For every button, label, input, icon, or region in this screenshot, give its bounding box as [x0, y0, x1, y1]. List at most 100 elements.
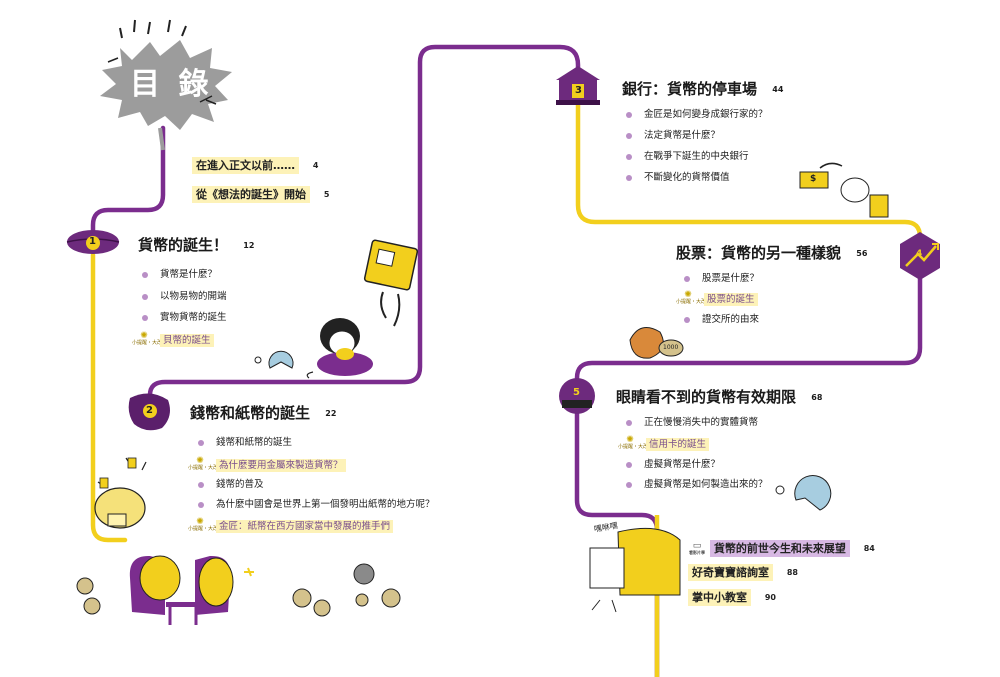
chapter-title: 眼睛看不到的貨幣有效期限: [616, 388, 797, 406]
chapter-3-badge: [556, 66, 600, 105]
finale-label: 掌中小教室: [688, 589, 751, 606]
page-number: 22: [325, 408, 337, 418]
chapter-number: 1: [89, 236, 96, 247]
video-icon: ▭看影片學: [689, 541, 705, 555]
page-title: 目 錄: [130, 67, 213, 102]
page-number: 90: [764, 593, 776, 602]
intro-item-label: 從《想法的誕生》開始: [192, 186, 310, 203]
finale-item[interactable]: 好奇寶寶諮詢室 88: [688, 564, 798, 581]
finale-label: 好奇寶寶諮詢室: [688, 564, 773, 581]
money-bag-illustration: [799, 162, 889, 218]
squirrel-illustration: [629, 327, 684, 359]
chapter-4-heading[interactable]: 股票：貨幣的另一種樣貌 56: [676, 246, 867, 261]
coin-characters-illustration: [129, 555, 254, 625]
list-item[interactable]: 股票是什麼？: [684, 274, 759, 284]
chapter-4-badge: [900, 232, 940, 280]
page-number: 68: [811, 392, 823, 402]
lightbulb-icon: ✺小提醒・大改變: [676, 289, 712, 305]
tip-item[interactable]: ✺小提醒・大改變股票的誕生: [676, 289, 758, 306]
intro-item[interactable]: 從《想法的誕生》開始 5: [192, 186, 330, 203]
bullet-icon: [142, 293, 148, 300]
path-segment-purple: [574, 265, 923, 393]
chapter-3-heading[interactable]: 銀行：貨幣的停車場 44: [622, 82, 783, 97]
chapter-2-heading[interactable]: 錢幣和紙幣的誕生 22: [190, 406, 336, 421]
finale-label: 貨幣的前世今生和未來展望: [709, 539, 850, 557]
chapter-1-badge: [66, 230, 120, 254]
chapter-5-badge: [559, 378, 595, 414]
bullet-icon: [684, 275, 690, 282]
list-item[interactable]: 金匠是如何變身成銀行家的？: [626, 110, 768, 120]
path-segment-purple: [90, 125, 166, 248]
page-number: 12: [243, 240, 255, 250]
chapter-5-heading[interactable]: 眼睛看不到的貨幣有效期限 68: [616, 390, 822, 405]
chapter-number: 4: [916, 249, 923, 259]
bullet-icon: [626, 461, 632, 468]
list-item[interactable]: 以物易物的開端: [142, 292, 227, 302]
lightbulb-icon: ✺小提醒・大改變: [188, 516, 224, 532]
lightbulb-icon: ✺小提醒・大改變: [132, 330, 168, 346]
finale-item[interactable]: 掌中小教室 90: [688, 589, 776, 606]
list-item[interactable]: 虛擬貨幣是什麼？: [626, 460, 720, 470]
bullet-icon: [626, 153, 632, 160]
chapter-title: 錢幣和紙幣的誕生: [190, 404, 311, 422]
lightbulb-icon: ✺小提醒・大改變: [188, 455, 224, 471]
tip-label: 信用卡的誕生: [646, 438, 710, 451]
bullet-icon: [684, 316, 690, 323]
page-number: 44: [772, 84, 784, 94]
list-item[interactable]: 實物貨幣的誕生: [142, 313, 227, 323]
bullet-icon: [198, 481, 204, 488]
list-item[interactable]: 為什麼中國會是世界上第一個發明出紙幣的地方呢？: [198, 500, 435, 510]
coin-stack-icon: [76, 563, 401, 617]
chapter-title: 銀行：貨幣的停車場: [622, 80, 758, 98]
pac-coin-icon: [254, 350, 294, 369]
page-number: 4: [312, 161, 319, 170]
list-item[interactable]: 正在慢慢消失中的實體貨幣: [626, 418, 758, 428]
list-item[interactable]: 不斷變化的貨幣價值: [626, 173, 730, 183]
tip-item[interactable]: ✺小提醒・大改變信用卡的誕生: [618, 434, 710, 451]
pac-coin-icon: [775, 475, 832, 511]
chapter-title: 貨幣的誕生！: [138, 236, 229, 254]
path-segment-purple: [147, 44, 581, 408]
tip-item[interactable]: ✺小提醒・大改變為什麼要用金屬來製造貨幣？: [188, 455, 346, 472]
intro-item-label: 在進入正文以前……: [192, 157, 299, 174]
finale-item[interactable]: ▭看影片學 貨幣的前世今生和未來展望 84: [688, 539, 875, 557]
list-item[interactable]: 錢幣和紙幣的誕生: [198, 438, 292, 448]
list-item[interactable]: 貨幣是什麼？: [142, 270, 217, 280]
bullet-icon: [198, 439, 204, 446]
bullet-icon: [626, 132, 632, 139]
coin-label: 1000: [663, 344, 679, 351]
tip-item[interactable]: ✺小提醒・大改變金匠：紙幣在西方國家當中發展的推手們: [188, 516, 394, 533]
chapter-number: 3: [575, 85, 582, 96]
intro-item[interactable]: 在進入正文以前…… 4: [192, 157, 319, 174]
list-item[interactable]: 在戰爭下誕生的中央銀行: [626, 152, 749, 162]
dollar-sign: $: [810, 174, 817, 184]
page-number: 88: [786, 568, 798, 577]
page-number: 56: [856, 248, 868, 258]
atm-illustration: [363, 239, 419, 327]
tip-label: 為什麼要用金屬來製造貨幣？: [216, 459, 346, 472]
chapter-number: 5: [573, 387, 580, 398]
bullet-icon: [626, 481, 632, 488]
list-item[interactable]: 法定貨幣是什麼？: [626, 131, 720, 141]
bullet-icon: [626, 419, 632, 426]
bullet-icon: [198, 501, 204, 508]
tip-label: 貝幣的誕生: [160, 334, 214, 347]
chapter-number: 2: [146, 405, 153, 416]
list-item[interactable]: 虛擬貨幣是如何製造出來的？: [626, 480, 768, 490]
path-segment-yellow: [575, 97, 923, 253]
bullet-icon: [626, 174, 632, 181]
lightbulb-icon: ✺小提醒・大改變: [618, 434, 654, 450]
list-item[interactable]: 錢幣的普及: [198, 480, 264, 490]
bullet-icon: [626, 111, 632, 118]
tip-label: 金匠：紙幣在西方國家當中發展的推手們: [216, 520, 394, 533]
path-segment-yellow: [90, 252, 128, 543]
page-number: 84: [863, 543, 875, 553]
chapter-title: 股票：貨幣的另一種樣貌: [676, 244, 842, 262]
title-splash: [100, 19, 232, 151]
list-item[interactable]: 證交所的由來: [684, 315, 759, 325]
tip-item[interactable]: ✺小提醒・大改變貝幣的誕生: [132, 330, 214, 347]
page-number: 5: [323, 190, 330, 199]
bullet-icon: [142, 314, 148, 321]
chapter-1-heading[interactable]: 貨幣的誕生！ 12: [138, 238, 254, 253]
